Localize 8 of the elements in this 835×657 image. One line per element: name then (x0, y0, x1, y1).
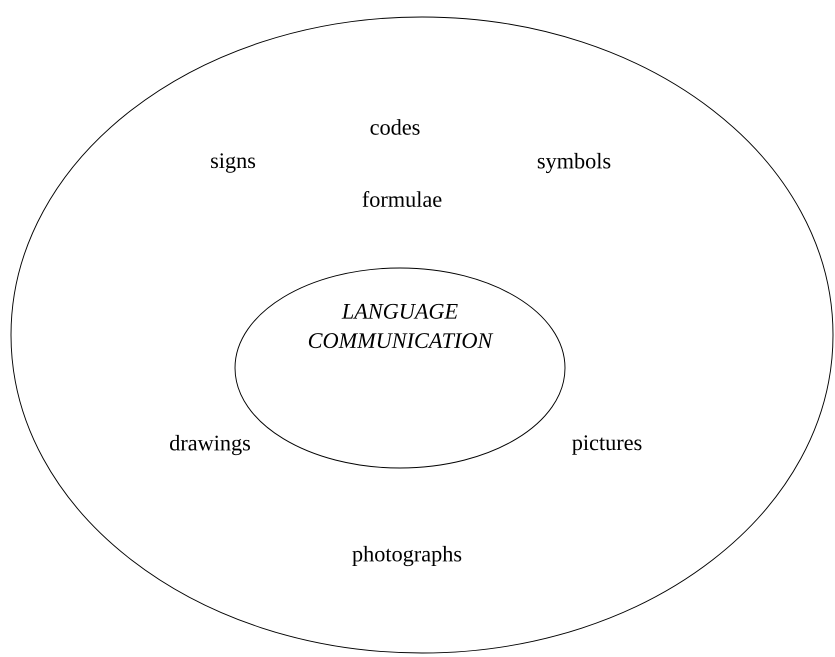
ellipse-label: LANGUAGE COMMUNICATION (308, 304, 494, 348)
word-label: symbols (538, 152, 610, 174)
word-label: codes (370, 119, 420, 135)
word-label: photographs (352, 546, 462, 566)
word-label: drawings (170, 434, 250, 456)
word-label: formulae (362, 191, 442, 207)
word-label: signs (211, 153, 256, 173)
word-label: pictures (572, 435, 642, 455)
